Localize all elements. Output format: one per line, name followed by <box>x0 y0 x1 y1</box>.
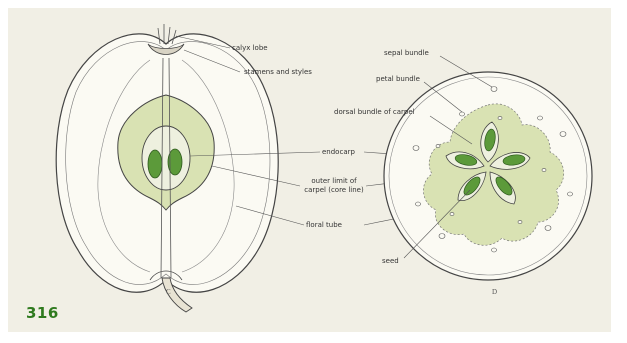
label-outer-limit-line2: carpel (core line) <box>304 186 364 194</box>
label-outer-limit-line1: outer limit of <box>311 177 357 185</box>
dorsal-bundle-2 <box>542 168 546 171</box>
sepal-bundle-2 <box>560 132 566 137</box>
dorsal-bundle-4 <box>450 212 454 215</box>
petal-bundle-4 <box>492 248 497 252</box>
label-petal-bundle: petal bundle <box>376 75 420 83</box>
label-sepal-bundle: sepal bundle <box>384 49 429 57</box>
sepal-bundle-4 <box>439 234 445 239</box>
dorsal-bundle-3 <box>518 220 522 223</box>
sepal-bundle-1 <box>491 87 497 92</box>
sepal-bundle-5 <box>413 146 419 151</box>
label-calyx-lobe: calyx lobe <box>232 44 268 52</box>
petal-bundle-5 <box>416 202 421 206</box>
label-floral-tube: floral tube <box>306 221 342 229</box>
page-number: 316 <box>26 304 59 322</box>
figure-letter-c: C <box>166 288 171 296</box>
petal-bundle-3 <box>568 192 573 196</box>
apple-cross-section <box>384 72 592 280</box>
figure-letter-d: D <box>492 288 497 296</box>
petal-bundle-1 <box>460 112 465 116</box>
petal-bundle-2 <box>538 116 543 120</box>
label-endocarp: endocarp <box>322 148 355 156</box>
dorsal-bundle-1 <box>498 116 502 119</box>
dorsal-bundle-5 <box>436 144 440 147</box>
label-seed: seed <box>382 257 399 265</box>
label-stamens-and-styles: stamens and styles <box>244 68 312 76</box>
seed-left <box>148 150 162 178</box>
label-dorsal-bundle-of-carpel: dorsal bundle of carpel <box>334 108 415 116</box>
sepal-bundle-3 <box>545 226 551 231</box>
